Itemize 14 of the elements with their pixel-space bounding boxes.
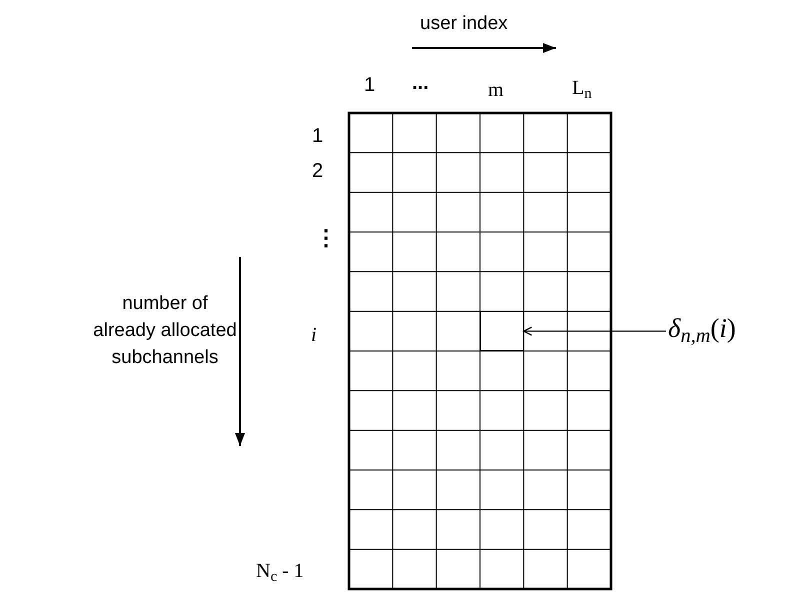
axis-label: number of already allocated subchannels xyxy=(92,292,238,370)
grid-label: ... xyxy=(412,71,429,96)
grid-label: m xyxy=(488,78,504,103)
grid-label: 2 xyxy=(312,159,324,184)
grid-label: 1 xyxy=(364,73,376,98)
grid-label: N$_{c}$ - 1 xyxy=(256,559,304,586)
grid-label: 1 xyxy=(312,124,324,149)
grid-label: ⋮ xyxy=(315,224,337,252)
grid-label: L$_{n}$ xyxy=(572,76,592,103)
leader-line xyxy=(523,326,666,336)
grid-label: i xyxy=(311,323,317,348)
grid-cell xyxy=(480,311,524,351)
axis-label: user index xyxy=(420,12,508,36)
formula-label: δ$_{n,m}$(i) xyxy=(668,308,788,348)
